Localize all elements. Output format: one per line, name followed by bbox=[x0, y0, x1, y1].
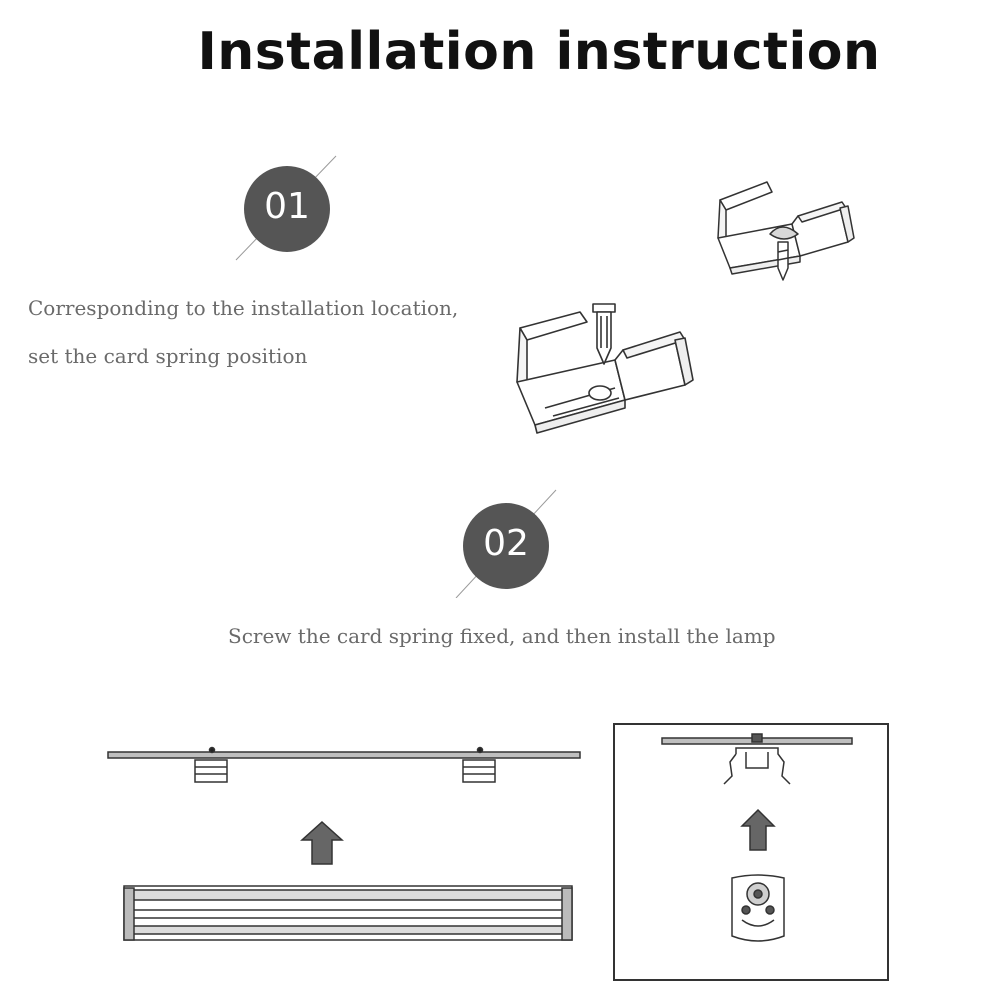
step-02-caption: Screw the card spring fixed, and then in… bbox=[228, 624, 776, 648]
step-01-caption-line-2: set the card spring position bbox=[28, 344, 308, 368]
badge-circle-icon bbox=[455, 489, 557, 598]
step-01-badge: 01 bbox=[232, 152, 342, 262]
step-02-badge: 02 bbox=[450, 488, 560, 598]
step-01-number: 01 bbox=[264, 186, 310, 227]
card-spring-with-screw-illustration bbox=[516, 303, 694, 434]
lamp-end-view-detail bbox=[613, 723, 889, 981]
lamp-mounting-diagram bbox=[107, 746, 581, 941]
step-01-caption-line-1: Corresponding to the installation locati… bbox=[28, 296, 459, 320]
installed-card-spring-illustration bbox=[717, 181, 855, 281]
step-02-number: 02 bbox=[483, 523, 529, 564]
page-title: Installation instruction bbox=[197, 22, 881, 82]
badge-circle-icon bbox=[235, 155, 337, 261]
